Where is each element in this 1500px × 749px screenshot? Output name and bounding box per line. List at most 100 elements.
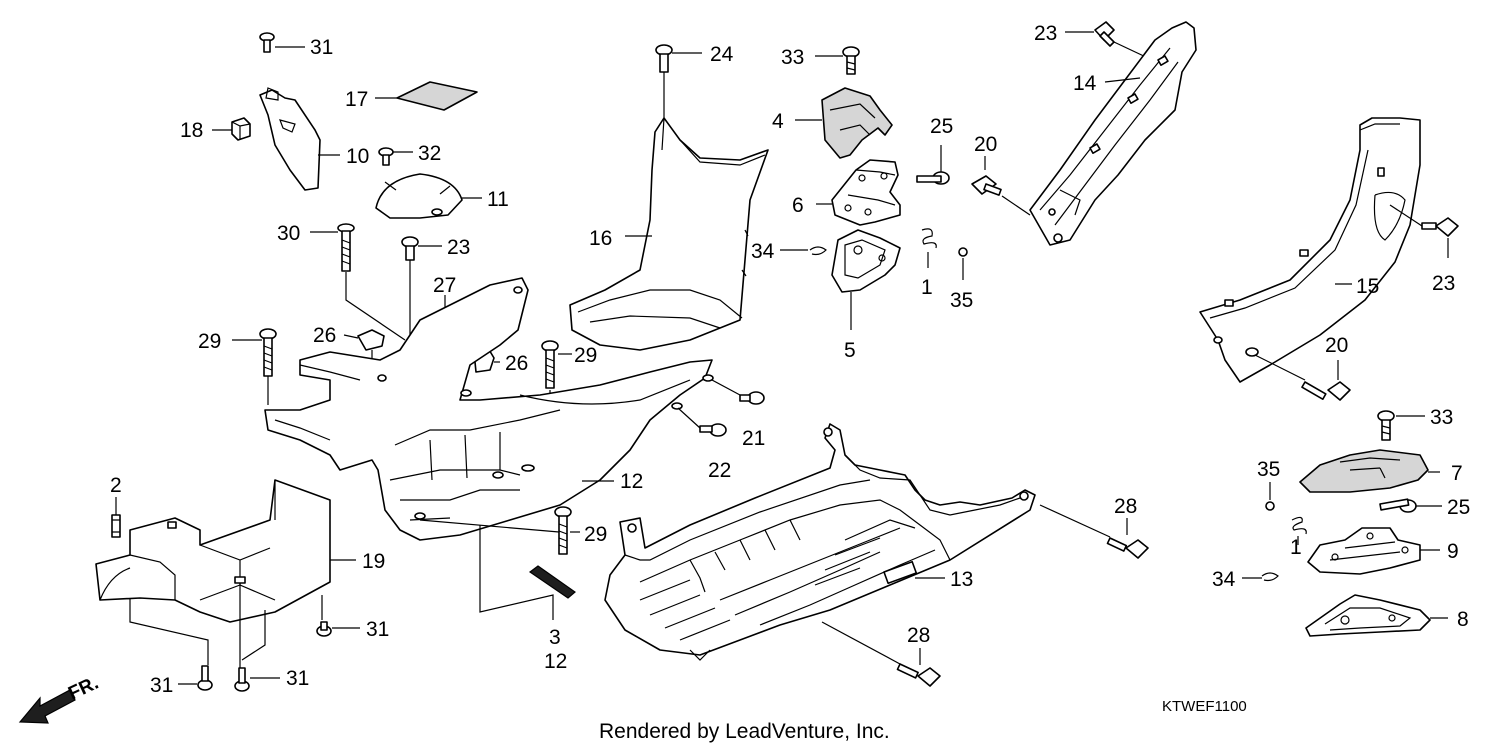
diagram-code: KTWEF1100 — [1162, 698, 1247, 715]
callout-29-mid: 29 — [574, 344, 597, 367]
callout-23-upper: 23 — [1034, 22, 1057, 45]
bolt-31-top[interactable] — [259, 32, 275, 53]
callout-13: 13 — [950, 568, 973, 591]
callout-29-low: 29 — [584, 523, 607, 546]
callout-16: 16 — [589, 227, 612, 250]
callout-35-right: 35 — [1257, 458, 1280, 481]
bolt-25-mid[interactable] — [916, 171, 950, 185]
spring-1-mid[interactable] — [921, 228, 937, 249]
spring-1-right[interactable] — [1291, 516, 1307, 535]
callout-20-lower: 20 — [1325, 334, 1348, 357]
pin-35-mid[interactable] — [958, 247, 968, 257]
callout-21: 21 — [742, 427, 765, 450]
bolt-28-bottom[interactable] — [896, 663, 941, 687]
clip-18[interactable] — [231, 117, 251, 141]
seal-3[interactable] — [528, 565, 576, 599]
bolt-30[interactable] — [337, 223, 355, 272]
callout-8: 8 — [1457, 608, 1469, 631]
callout-33-right: 33 — [1430, 406, 1453, 429]
nut-clip-26-a[interactable] — [357, 329, 385, 351]
side-cover-14[interactable] — [1029, 21, 1197, 246]
clip-34-mid[interactable] — [809, 246, 827, 256]
callout-28-right: 28 — [1114, 495, 1137, 518]
callout-12-b: 12 — [544, 650, 567, 673]
callout-23-left: 23 — [447, 236, 470, 259]
label-17[interactable] — [396, 81, 478, 111]
bolt-29-low[interactable] — [554, 506, 572, 555]
bolt-20-lower[interactable] — [1301, 381, 1351, 401]
callout-9: 9 — [1447, 540, 1459, 563]
bolt-29-left[interactable] — [259, 328, 277, 377]
bolt-25-right[interactable] — [1379, 498, 1417, 513]
cover-11[interactable] — [375, 173, 463, 219]
callout-19: 19 — [362, 550, 385, 573]
callout-18: 18 — [180, 119, 203, 142]
inner-cover-12[interactable] — [264, 277, 714, 541]
callout-29-left: 29 — [198, 330, 221, 353]
screw-33-top[interactable] — [842, 46, 860, 75]
callout-31-right: 31 — [366, 618, 389, 641]
bolt-23-upper[interactable] — [1094, 21, 1115, 47]
screw-21[interactable] — [739, 391, 765, 405]
callout-26-b: 26 — [505, 352, 528, 375]
callout-25-right: 25 — [1447, 496, 1470, 519]
callout-14: 14 — [1073, 72, 1097, 95]
bolt-31-right[interactable] — [316, 621, 332, 637]
bracket-10[interactable] — [259, 87, 321, 191]
bolt-28-right[interactable] — [1106, 537, 1149, 559]
callout-17: 17 — [345, 88, 368, 111]
callout-12-a: 12 — [620, 470, 643, 493]
hinge-6[interactable] — [831, 159, 901, 226]
callout-34-mid: 34 — [751, 240, 775, 263]
floor-mat-16[interactable] — [569, 117, 769, 351]
bolt-24[interactable] — [655, 44, 673, 73]
step-cover-4[interactable] — [821, 87, 893, 159]
screw-22[interactable] — [699, 423, 727, 437]
screw-32[interactable] — [378, 147, 394, 166]
callout-26-a: 26 — [313, 324, 336, 347]
callout-15: 15 — [1356, 275, 1379, 298]
callout-3: 3 — [549, 626, 561, 649]
front-arrow-icon — [18, 689, 76, 724]
hinge-9[interactable] — [1307, 527, 1421, 575]
step-7[interactable] — [1299, 449, 1429, 493]
rubber-8[interactable] — [1305, 594, 1431, 637]
callout-27: 27 — [433, 274, 456, 297]
callout-32: 32 — [418, 142, 441, 165]
callout-24: 24 — [710, 43, 734, 66]
callout-1-mid: 1 — [921, 276, 933, 299]
bolt-20-upper[interactable] — [971, 175, 1002, 196]
callout-22: 22 — [708, 459, 731, 482]
rubber-5[interactable] — [831, 229, 901, 293]
pin-35-right[interactable] — [1265, 501, 1275, 511]
callout-2: 2 — [110, 474, 122, 497]
bolt-23-right[interactable] — [1421, 217, 1459, 237]
side-cover-15[interactable] — [1199, 117, 1421, 383]
screw-33-right[interactable] — [1377, 410, 1395, 441]
clip-2[interactable] — [111, 514, 121, 538]
callout-6: 6 — [792, 194, 804, 217]
credit-line: Rendered by LeadVenture, Inc. — [599, 720, 890, 743]
callout-28-bottom: 28 — [907, 624, 930, 647]
callout-20-upper: 20 — [974, 133, 997, 156]
callout-33-top: 33 — [781, 46, 804, 69]
bolt-23-left[interactable] — [401, 236, 419, 261]
cover-19[interactable] — [95, 479, 331, 623]
bolt-31-center[interactable] — [234, 667, 250, 692]
callout-30: 30 — [277, 222, 300, 245]
callout-31-left: 31 — [150, 674, 173, 697]
callout-5: 5 — [844, 339, 856, 362]
floor-tray-13[interactable] — [604, 423, 1036, 661]
clip-34-right[interactable] — [1261, 572, 1279, 582]
callout-10: 10 — [346, 145, 369, 168]
callout-7: 7 — [1451, 462, 1463, 485]
callout-34-right: 34 — [1212, 568, 1236, 591]
bolt-31-left[interactable] — [197, 665, 213, 691]
callout-1-right: 1 — [1290, 536, 1302, 559]
callout-4: 4 — [772, 110, 784, 133]
callout-25-mid: 25 — [930, 115, 953, 138]
bolt-29-mid[interactable] — [541, 340, 559, 389]
callout-11: 11 — [487, 188, 509, 211]
callout-31-top: 31 — [310, 36, 333, 59]
